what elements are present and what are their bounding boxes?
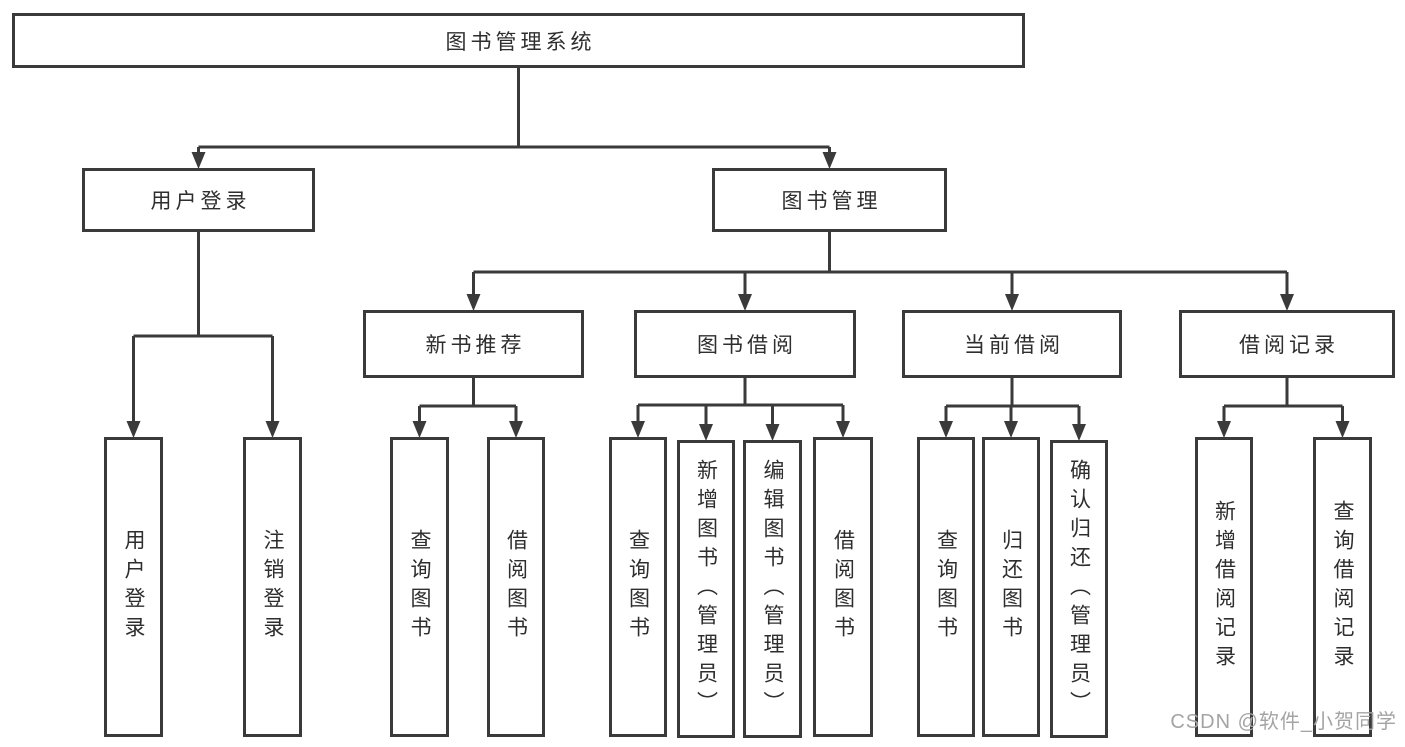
node-book-mgmt: 图书管理 [712, 168, 947, 232]
node-root: 图书管理系统 [12, 13, 1025, 68]
node-bor-add: 新增图书（管理员） [677, 440, 735, 738]
edge-new-book-rec [418, 378, 518, 424]
arrowhead-icon [1217, 421, 1231, 438]
edge-user-login [132, 232, 274, 424]
arrowhead-icon [1004, 421, 1018, 438]
edge-root [197, 68, 831, 155]
arrowhead-icon [509, 421, 523, 438]
arrowhead-icon [836, 421, 850, 438]
node-login-user: 用户登录 [104, 437, 163, 737]
node-rec-query: 查询图书 [390, 437, 449, 737]
arrowhead-icon [466, 294, 481, 311]
node-cur-return: 归还图书 [982, 437, 1040, 737]
edge-book-mgmt [472, 232, 1289, 297]
node-log-query: 查询借阅记录 [1313, 437, 1372, 737]
edge-current-loan [944, 378, 1081, 427]
arrowhead-icon [822, 152, 837, 169]
watermark: CSDN @软件_小贺同学 [1170, 711, 1397, 733]
arrowhead-icon [699, 424, 713, 441]
arrowhead-icon [1335, 421, 1350, 438]
node-user-login: 用户登录 [82, 168, 315, 232]
node-bor-borrow: 借阅图书 [813, 437, 873, 737]
node-cur-query: 查询图书 [917, 437, 975, 737]
node-loan-records: 借阅记录 [1179, 310, 1395, 378]
node-cur-confirm: 确认归还（管理员） [1050, 440, 1108, 738]
arrowhead-icon [126, 421, 141, 438]
arrowhead-icon [738, 294, 752, 311]
arrowhead-icon [265, 421, 280, 438]
arrowhead-icon [765, 424, 780, 441]
node-book-borrow: 图书借阅 [634, 310, 856, 378]
arrowhead-icon [412, 421, 427, 438]
arrowhead-icon [631, 421, 645, 438]
node-login-logout: 注销登录 [243, 437, 302, 737]
edge-book-borrow [636, 378, 845, 427]
edge-loan-records [1222, 378, 1344, 424]
arrowhead-icon [1072, 424, 1086, 441]
node-log-add: 新增借阅记录 [1195, 437, 1253, 737]
arrowhead-icon [191, 152, 206, 169]
node-bor-edit: 编辑图书（管理员） [743, 440, 802, 738]
node-bor-query: 查询图书 [609, 437, 667, 737]
node-new-book-rec: 新书推荐 [363, 310, 584, 378]
node-current-loan: 当前借阅 [902, 310, 1122, 378]
arrowhead-icon [1005, 294, 1019, 311]
node-rec-borrow: 借阅图书 [487, 437, 545, 737]
arrowhead-icon [1280, 294, 1294, 311]
arrowhead-icon [939, 421, 953, 438]
